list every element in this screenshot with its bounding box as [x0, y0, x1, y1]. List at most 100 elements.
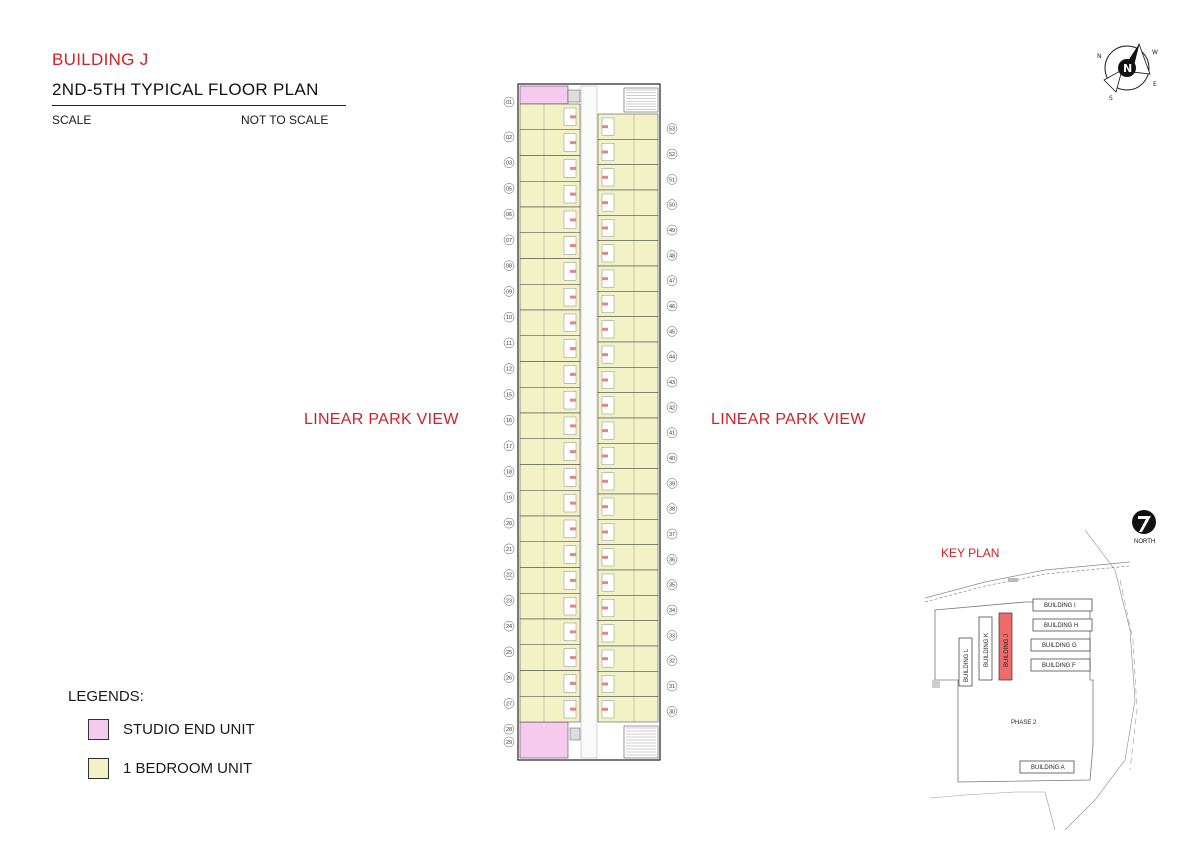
unit-number: 17 [506, 444, 512, 450]
unit-door-mark [570, 501, 576, 505]
unit-number: 07 [506, 238, 512, 244]
unit-number: 01 [506, 100, 512, 106]
unit-number: 06 [506, 212, 512, 218]
unit-door-mark [602, 378, 608, 382]
unit-number-bubble [666, 224, 678, 236]
unit-number: 24 [506, 624, 512, 630]
building-f-label: BUILDING F [1042, 663, 1076, 669]
unit-number: 49 [669, 228, 675, 234]
unit-number: 39 [669, 481, 675, 487]
building-i-label: BUILDING I [1044, 603, 1076, 609]
unit-number-bubble [666, 427, 678, 438]
view-label-left: LINEAR PARK VIEW [304, 411, 459, 428]
unit-number: 42 [669, 405, 675, 411]
building-l-block [958, 637, 973, 687]
unit-door-mark [570, 527, 576, 531]
unit-number-bubble [666, 376, 678, 388]
unit-number-bubble [666, 706, 678, 717]
unit-door-mark [602, 302, 608, 306]
unit-number-bubble [666, 452, 678, 464]
compass-dir-n: N [1097, 53, 1102, 60]
legend-swatch-onebr [88, 758, 109, 779]
building-k-block [978, 616, 993, 681]
compass-dir-w: W [1152, 49, 1158, 56]
unit-door-mark [570, 115, 576, 119]
unit-number-bubble [666, 351, 678, 362]
phase-2-label: PHASE 2 [1011, 720, 1037, 726]
unit-door-mark [602, 479, 608, 483]
unit-number: 19 [506, 495, 512, 501]
unit-number-bubble [666, 174, 678, 185]
unit-door-mark [602, 327, 608, 331]
unit-number-bubble [666, 680, 678, 692]
unit-door-mark [570, 192, 576, 196]
corridor [580, 85, 598, 759]
unit-number: 46 [669, 304, 675, 310]
unit-number-bubble [503, 389, 515, 400]
unit-door-mark [570, 553, 576, 557]
legend-label-onebr: 1 BEDROOM UNIT [123, 760, 253, 777]
unit-number: 21 [506, 547, 512, 553]
unit-number-bubble [503, 492, 515, 503]
unit-number-bubble [503, 131, 515, 143]
unit-door-mark [602, 707, 608, 711]
view-label-right: LINEAR PARK VIEW [711, 411, 866, 428]
unit-number: 16 [506, 418, 512, 424]
unit-number-bubble [666, 630, 678, 641]
unit-door-mark [570, 141, 576, 145]
unit-door-mark [602, 530, 608, 534]
unit-door-mark [602, 454, 608, 458]
scale-label: SCALE [52, 113, 92, 127]
unit-number: 09 [506, 289, 512, 295]
unit-number: 48 [669, 253, 675, 259]
unit-door-mark [602, 175, 608, 179]
unit-door-mark [570, 450, 576, 454]
unit-number-bubble [666, 199, 678, 210]
scale-value: NOT TO SCALE [241, 113, 329, 127]
unit-door-mark [602, 631, 608, 635]
unit-number: 52 [669, 152, 675, 158]
unit-number-bubble [503, 208, 515, 220]
compass-dir-s: S [1109, 95, 1113, 102]
unit-number-bubble [666, 478, 678, 489]
north-label: NORTH [1134, 539, 1155, 545]
unit-number-bubble [503, 337, 515, 349]
unit-door-mark [570, 321, 576, 325]
legend-swatch-studio [88, 719, 109, 740]
unit-number: 53 [669, 127, 675, 133]
service-core-bottom [569, 727, 581, 741]
unit-door-mark [570, 166, 576, 170]
unit-number-bubble [503, 466, 515, 477]
stair-top [623, 87, 659, 113]
unit-number: 29 [506, 740, 512, 746]
unit-number: 37 [669, 532, 675, 538]
legend-title: LEGENDS: [68, 688, 144, 705]
unit-door-mark [570, 656, 576, 660]
unit-door-mark [570, 475, 576, 479]
unit-number: 10 [506, 315, 512, 321]
unit-number-bubble [503, 234, 515, 246]
unit-door-mark [570, 244, 576, 248]
unit-door-mark [602, 353, 608, 357]
unit-number-bubble [503, 723, 515, 735]
unit-number: 51 [669, 177, 675, 183]
unit-door-mark [602, 226, 608, 230]
unit-number-bubble [503, 620, 515, 632]
unit-door-mark [570, 347, 576, 351]
page-subtitle: 2ND-5TH TYPICAL FLOOR PLAN [52, 80, 319, 99]
unit-number: 20 [506, 521, 512, 527]
building-l-label: BUILDING L [964, 648, 970, 682]
unit-number-bubble [503, 698, 515, 709]
unit-door-mark [570, 269, 576, 273]
unit-number-bubble [666, 604, 678, 616]
building-a-label: BUILDING A [1031, 765, 1065, 771]
unit-door-mark [602, 403, 608, 407]
unit-number: 23 [506, 598, 512, 604]
unit-number: 11 [506, 341, 512, 347]
unit-number: 31 [669, 684, 675, 690]
unit-number: 36 [669, 557, 675, 563]
unit-number-bubble [503, 646, 515, 658]
unit-number-bubble [503, 440, 515, 452]
unit-door-mark [602, 606, 608, 610]
building-g-label: BUILDING G [1042, 643, 1077, 649]
